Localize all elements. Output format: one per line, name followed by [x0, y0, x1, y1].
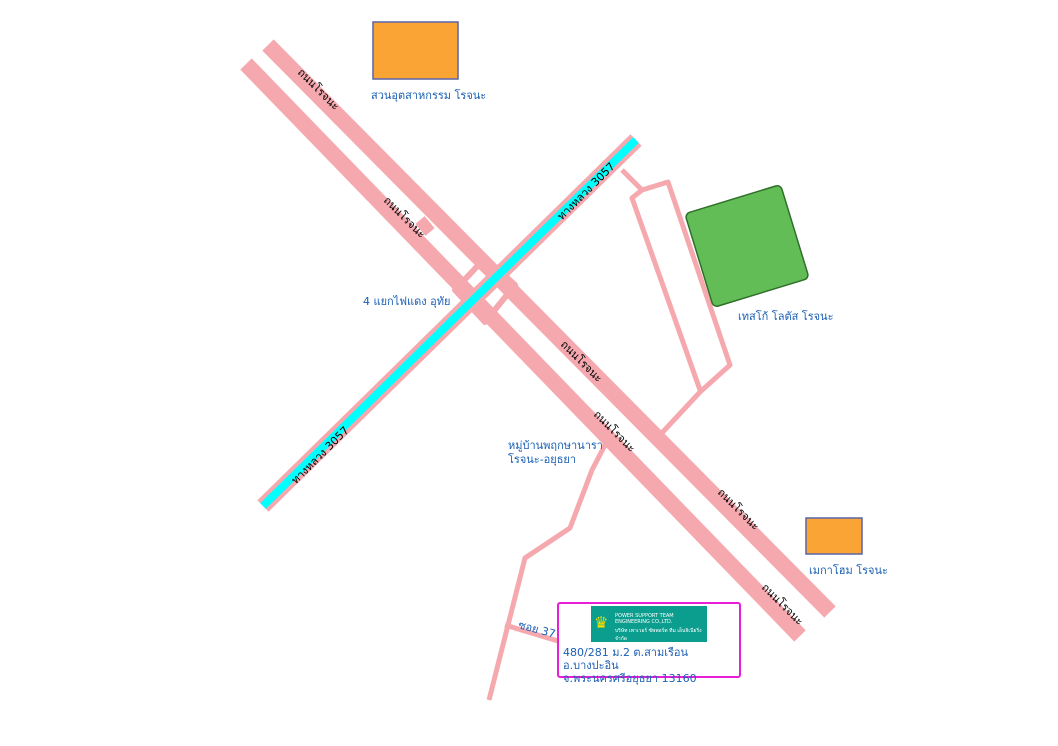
village-label-line1: หมู่บ้านพฤกษานารา — [508, 439, 603, 452]
company-address: 480/281 ม.2 ต.สามเรือน อ.บางปะอิน จ.พระน… — [563, 646, 739, 685]
loop-road-inner — [629, 188, 703, 391]
megahome-label: เมกาโฮม โรจนะ — [809, 564, 888, 577]
loop-road — [620, 168, 733, 437]
company-location-marker: ♛ POWER SUPPORT TEAM ENGINEERING CO.,LTD… — [557, 602, 741, 685]
connector — [415, 216, 435, 236]
address-line-1: 480/281 ม.2 ต.สามเรือน อ.บางปะอิน — [563, 646, 689, 672]
crown-icon: ♛ — [594, 613, 609, 632]
tesco-area — [685, 185, 809, 307]
megahome-area — [805, 517, 863, 555]
industrial-park-label: สวนอุตสาหกรรม โรจนะ — [371, 89, 487, 102]
intersection-label: 4 แยกไฟแดง อุทัย — [363, 295, 451, 308]
tesco-label: เทสโก้ โลตัส โรจนะ — [738, 310, 834, 323]
intersection-ramps — [452, 255, 518, 325]
company-name-en: POWER SUPPORT TEAM ENGINEERING CO.,LTD. — [615, 613, 674, 625]
rojana-road-north — [262, 39, 836, 618]
industrial-park-area — [372, 21, 459, 80]
village-label-line2: โรจนะ-อยุธยา — [508, 453, 577, 466]
soi-37-road — [504, 622, 559, 644]
company-name-th: บริษัท เพาเวอร์ ซัพพอร์ต ทีม เอ็นจิเนียร… — [615, 628, 702, 642]
village-road — [486, 443, 608, 701]
rojana-road-south — [240, 58, 806, 642]
address-line-2: จ.พระนครศรีอยุธยา 13160 — [563, 672, 697, 685]
highway-3057 — [260, 137, 639, 509]
company-logo: ♛ POWER SUPPORT TEAM ENGINEERING CO.,LTD… — [591, 606, 707, 642]
